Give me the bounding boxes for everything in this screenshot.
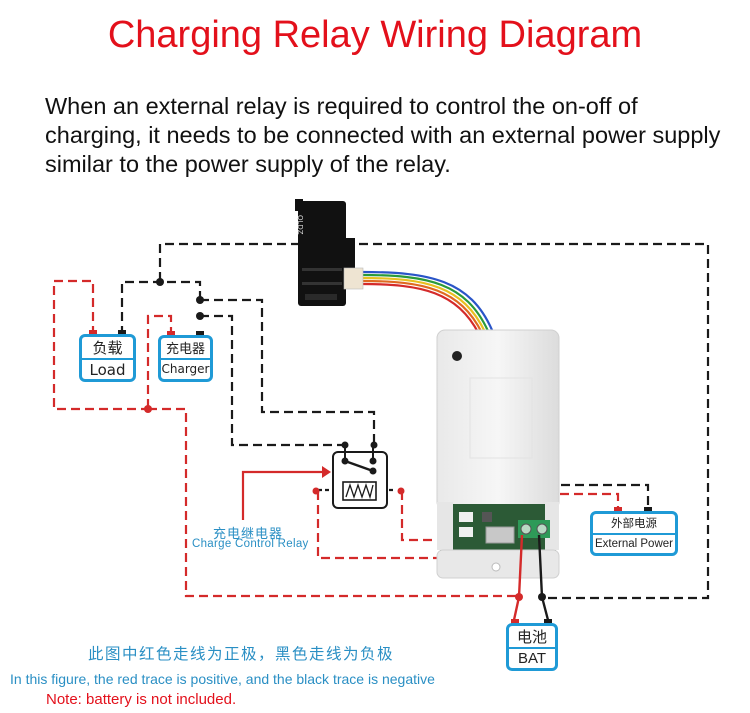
trace-main-pos: [148, 407, 519, 598]
relay-pointer-arrow: [322, 466, 331, 478]
diagram-description: When an external relay is required to co…: [45, 93, 721, 177]
trace-load-neg: [120, 280, 202, 335]
charger-label-cn: 充电器: [161, 338, 210, 360]
battery-box: 电池 BAT: [506, 623, 558, 671]
battery-label-en: BAT: [517, 650, 547, 667]
load-box: 负载 Load: [79, 334, 136, 382]
external-power-label-cn: 外部电源: [593, 514, 675, 535]
relay-pointer-line: [241, 470, 322, 520]
battery-neg-lead: [537, 534, 550, 621]
relay-label-en: Charge Control Relay: [192, 538, 309, 550]
trace-charger-pos: [146, 314, 173, 409]
battery-pos-lead: [512, 534, 524, 621]
trace-charger-branch-a: [200, 298, 376, 446]
trace-load-pos: [52, 279, 148, 411]
charger-label-en: Charger: [161, 362, 210, 377]
trace-charger-branch-b: [200, 314, 346, 447]
battery-label-cn: 电池: [509, 626, 555, 649]
controller-module: [436, 329, 560, 579]
ribbon-cable: [361, 270, 494, 335]
trace-sensor-to-load: [158, 242, 300, 282]
junction-dots: [144, 278, 546, 601]
relay-symbol: [332, 446, 388, 509]
load-label-cn: 负载: [82, 337, 133, 360]
legend-cn: 此图中红色走线为正极，黑色走线为负极: [88, 645, 395, 663]
terminal-tabs: [89, 330, 652, 625]
legend-en: In this figure, the red trace is positiv…: [10, 671, 435, 687]
load-label-en: Load: [89, 360, 126, 379]
charger-box: 充电器 Charger: [158, 335, 213, 382]
diagram-title: Charging Relay Wiring Diagram: [107, 14, 643, 56]
battery-note: Note: battery is not included.: [46, 691, 237, 708]
relay-label-cn: 充电继电器: [213, 527, 284, 542]
current-sensor: [295, 199, 364, 306]
external-power-box: 外部电源 External Power: [590, 511, 678, 556]
external-power-label-en: External Power: [595, 537, 673, 550]
trace-sensor-right: [345, 242, 710, 600]
trace-ext-power-neg: [537, 483, 650, 510]
sensor-label: QLDZ: [296, 215, 304, 235]
